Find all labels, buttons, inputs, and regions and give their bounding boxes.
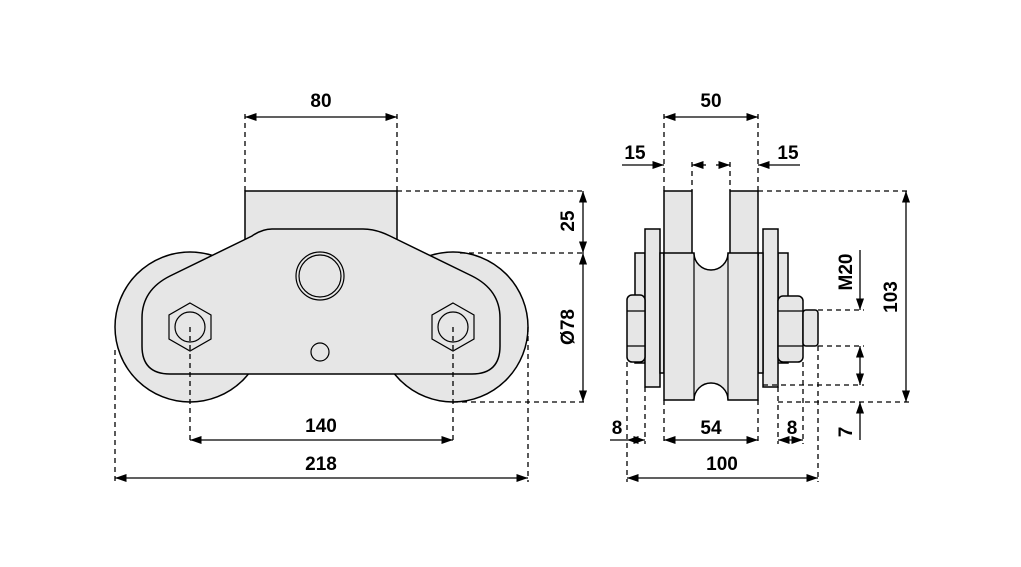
left-washer <box>644 228 661 388</box>
dim-label-nut-right: 8 <box>787 418 798 439</box>
dim-label-plate-span: 50 <box>700 91 721 112</box>
dim-label-top-block-width: 80 <box>310 91 331 112</box>
left-hex-nut-icon <box>168 302 212 352</box>
dim-label-top-block-height: 25 <box>558 210 579 232</box>
left-upper-plate <box>663 190 693 256</box>
center-hole-outer <box>295 251 345 301</box>
dim-label-plate-right: 15 <box>777 143 799 164</box>
dim-label-bolt-thread: M20 <box>836 254 857 291</box>
right-axle <box>437 311 469 343</box>
dim-label-groove-depth: 7 <box>836 427 857 438</box>
small-hole <box>310 342 330 362</box>
wheel-body <box>663 252 759 401</box>
side-view: 50 15 15 103 M20 7 8 54 8 100 <box>610 91 911 483</box>
dim-label-overall-width: 100 <box>706 454 738 475</box>
center-hole-inner <box>298 254 342 298</box>
dim-label-overall-height: 103 <box>881 281 902 313</box>
dim-label-wheel-width: 54 <box>700 418 722 439</box>
left-axle <box>174 311 206 343</box>
right-nut <box>777 295 804 363</box>
side-plate <box>141 228 501 375</box>
dim-label-plate-left: 15 <box>624 143 646 164</box>
dim-label-overall-length: 218 <box>305 454 337 475</box>
right-upper-plate <box>729 190 759 256</box>
bolt-end <box>802 309 819 347</box>
dim-label-nut-left: 8 <box>612 418 623 439</box>
left-nut <box>626 294 646 363</box>
front-view: 80 25 Ø78 140 218 <box>114 91 588 483</box>
right-washer <box>762 228 779 388</box>
right-hex-nut-icon <box>431 302 475 352</box>
dim-label-axle-spacing: 140 <box>305 416 337 437</box>
dim-label-wheel-diameter: Ø78 <box>558 309 579 345</box>
